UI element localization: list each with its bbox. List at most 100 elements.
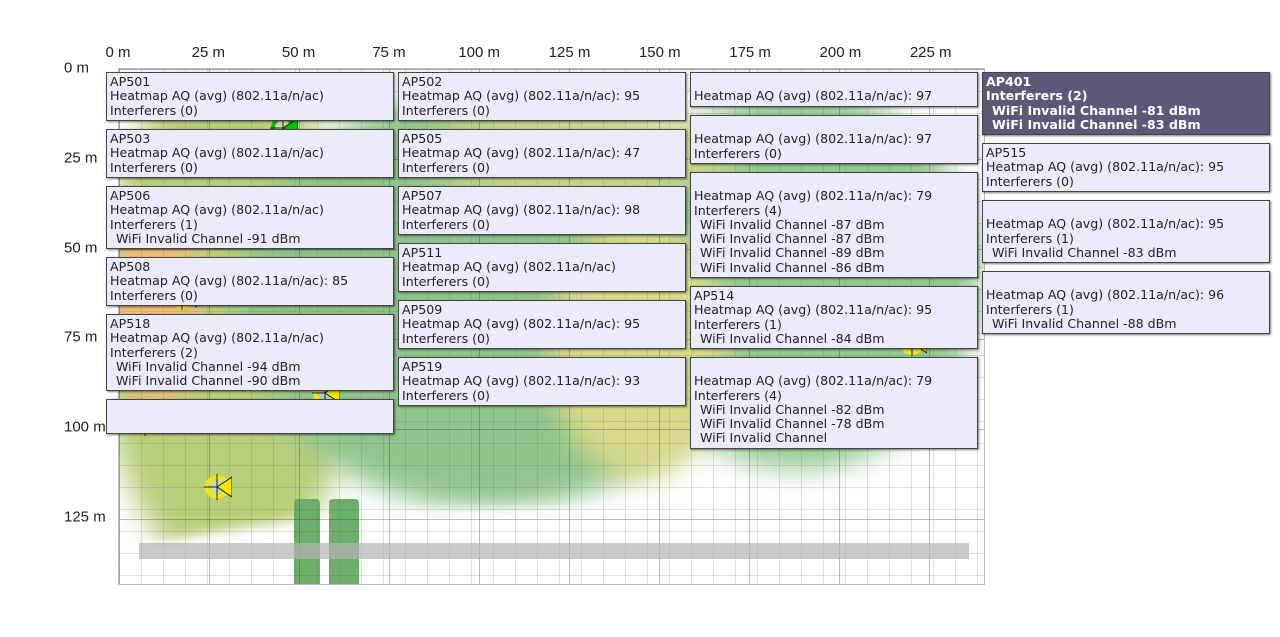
ap-518-marker[interactable] bbox=[202, 472, 233, 502]
x-tick-label: 50 m bbox=[281, 44, 316, 61]
ap-name: AP519 bbox=[402, 359, 443, 374]
x-tick-label: 25 m bbox=[191, 44, 225, 61]
interferers-count: Interferers (0) bbox=[110, 102, 198, 118]
interferers-count: Interferers (0) bbox=[986, 173, 1074, 189]
interferers-count: Interferers (0) bbox=[402, 273, 490, 289]
x-tick-label: 125 m bbox=[548, 44, 591, 61]
ap-name: AP506 bbox=[110, 188, 151, 203]
ap-name: AP507 bbox=[402, 188, 443, 203]
interferers-count: Interferers (4) bbox=[694, 387, 782, 403]
ap-name bbox=[694, 75, 974, 89]
heatmap-aq-value: Heatmap AQ (avg) (802.11a/n/ac) bbox=[402, 259, 616, 275]
tip-hidden-top: Heatmap AQ (avg) (802.11a/n/ac): 97 bbox=[690, 72, 978, 107]
interferer-entry: WiFi Invalid Channel -87 dBm bbox=[700, 231, 885, 247]
interferer-entry: WiFi Invalid Channel -78 dBm bbox=[700, 416, 885, 432]
ap-name: AP503 bbox=[110, 131, 151, 146]
heatmap-aq-value: Heatmap AQ (avg) (802.11a/n/ac): 95 bbox=[986, 159, 1225, 175]
heatmap-aq-value: Heatmap AQ (avg) (802.11a/n/ac): 98 bbox=[402, 202, 641, 218]
x-tick-label: 100 m bbox=[458, 44, 501, 61]
interferer-entry: WiFi Invalid Channel -87 dBm bbox=[700, 216, 885, 232]
heatmap-region bbox=[294, 499, 320, 584]
y-tick-label: 50 m bbox=[64, 239, 98, 257]
interferer-entry: WiFi Invalid Channel -90 dBm bbox=[116, 373, 301, 389]
interferer-entry: WiFi Invalid Channel -89 dBm bbox=[700, 245, 885, 261]
interferers-count: Interferers (0) bbox=[402, 102, 490, 118]
interferers-count: Interferers (0) bbox=[110, 287, 198, 303]
interferers-count: Interferers (2) bbox=[110, 344, 198, 360]
ap-name: AP514 bbox=[694, 288, 735, 303]
heatmap-region bbox=[329, 499, 359, 584]
heatmap-aq-value: Heatmap AQ (avg) (802.11a/n/ac): 93 bbox=[402, 373, 641, 389]
interferer-entry: WiFi Invalid Channel -83 dBm bbox=[992, 116, 1201, 132]
ap-name bbox=[694, 175, 974, 189]
x-tick-label: 75 m bbox=[372, 44, 406, 61]
heatmap-aq-value: Heatmap AQ (avg) (802.11a/n/ac): 95 bbox=[694, 302, 933, 318]
ap-name: AP505 bbox=[402, 131, 443, 146]
x-tick-label: 0 m bbox=[105, 44, 131, 61]
heatmap-aq-value: Heatmap AQ (avg) (802.11a/n/ac) bbox=[110, 145, 324, 161]
interferers-count: Interferers (4) bbox=[694, 202, 782, 218]
ap-name bbox=[110, 402, 390, 416]
heatmap-aq-value: Heatmap AQ (avg) (802.11a/n/ac): 95 bbox=[986, 216, 1225, 232]
interferers-count: Interferers (1) bbox=[986, 301, 1074, 317]
interferers-count: Interferers (0) bbox=[110, 159, 198, 175]
corridor bbox=[139, 543, 969, 559]
heatmap-aq-value: Heatmap AQ (avg) (802.11a/n/ac): 97 bbox=[694, 88, 933, 104]
interferers-count: Interferers (0) bbox=[694, 145, 782, 161]
heatmap-aq-value: Heatmap AQ (avg) (802.11a/n/ac): 95 bbox=[402, 316, 641, 332]
interferer-entry: WiFi Invalid Channel -94 dBm bbox=[116, 358, 301, 374]
interferer-entry: WiFi Invalid Channel -88 dBm bbox=[992, 315, 1177, 331]
y-tick-label: 75 m bbox=[64, 328, 98, 346]
ap-name bbox=[986, 203, 1266, 217]
ap-name: AP501 bbox=[110, 74, 151, 89]
ap-name: AP515 bbox=[986, 145, 1027, 160]
ap-name bbox=[694, 360, 974, 374]
interferers-count: Interferers (2) bbox=[986, 88, 1088, 104]
heatmap-aq-value: Heatmap AQ (avg) (802.11a/n/ac): 85 bbox=[110, 273, 349, 289]
ap-name: AP509 bbox=[402, 302, 443, 317]
interferer-entry: WiFi Invalid Channel -83 dBm bbox=[992, 244, 1177, 260]
ap-name: AP511 bbox=[402, 245, 443, 260]
ap-name bbox=[986, 274, 1266, 288]
x-tick-label: 150 m bbox=[638, 44, 681, 61]
interferer-entry: WiFi Invalid Channel -86 dBm bbox=[700, 259, 885, 275]
interferers-count: Interferers (0) bbox=[402, 330, 490, 346]
heatmap-aq-value: Heatmap AQ (avg) (802.11a/n/ac) bbox=[110, 202, 324, 218]
tip-hidden-bottom bbox=[106, 399, 394, 434]
heatmap-aq-value: Heatmap AQ (avg) (802.11a/n/ac): 95 bbox=[402, 88, 641, 104]
x-tick-label: 175 m bbox=[729, 44, 771, 61]
heatmap-aq-value: Heatmap AQ (avg) (802.11a/n/ac) bbox=[110, 330, 324, 346]
heatmap-aq-value: Heatmap AQ (avg) (802.11a/n/ac): 79 bbox=[694, 373, 933, 389]
interferer-entry: WiFi Invalid Channel -82 dBm bbox=[700, 401, 885, 417]
ap-name bbox=[694, 118, 974, 132]
x-tick-label: 200 m bbox=[819, 44, 862, 61]
interferer-entry: WiFi Invalid Channel -84 dBm bbox=[700, 330, 885, 346]
interferers-count: Interferers (0) bbox=[402, 216, 490, 232]
y-tick-label: 25 m bbox=[64, 149, 98, 167]
heatmap-aq-value: Heatmap AQ (avg) (802.11a/n/ac) bbox=[110, 88, 324, 104]
heatmap-aq-value: Heatmap AQ (avg) (802.11a/n/ac): 97 bbox=[694, 131, 933, 147]
interferer-entry: WiFi Invalid Channel -91 dBm bbox=[116, 230, 301, 246]
interferers-count: Interferers (0) bbox=[402, 387, 490, 403]
y-tick-label: 100 m bbox=[64, 418, 106, 436]
interferers-count: Interferers (1) bbox=[694, 316, 782, 332]
ap-name: AP401 bbox=[986, 74, 1032, 89]
interferer-entry: WiFi Invalid Channel bbox=[700, 430, 828, 446]
interferers-count: Interferers (1) bbox=[986, 230, 1074, 246]
